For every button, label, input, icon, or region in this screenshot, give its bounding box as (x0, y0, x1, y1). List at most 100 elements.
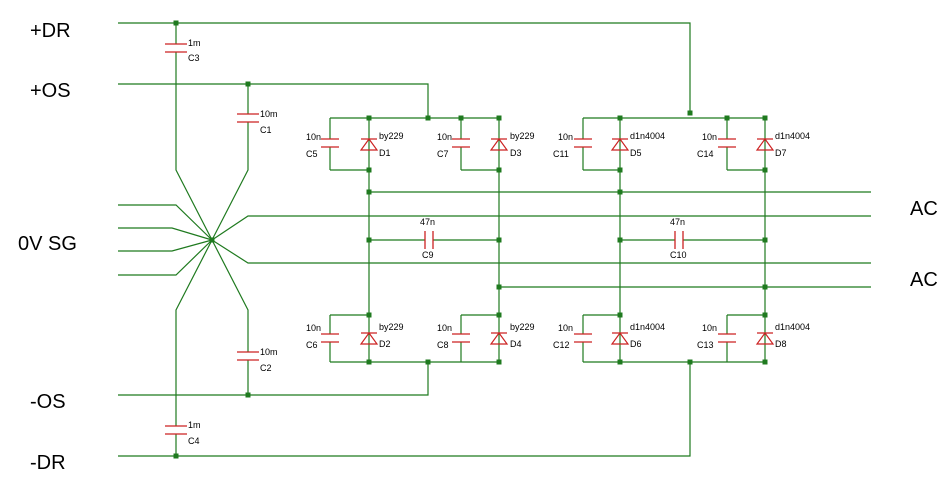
d4-value: by229 (510, 322, 535, 332)
c10-ref: C10 (670, 250, 687, 260)
diode-d1 (359, 137, 379, 151)
junction (173, 20, 179, 26)
c13-value: 10n (702, 323, 717, 333)
junction (687, 359, 693, 365)
c2-ref: C2 (260, 363, 272, 373)
wires (118, 22, 871, 457)
c9-ref: C9 (422, 250, 434, 260)
d5-ref: D5 (630, 148, 642, 158)
c8-value: 10n (437, 323, 452, 333)
c3-value: 1m (188, 38, 201, 48)
junction (762, 167, 768, 173)
capacitor-c1 (237, 113, 259, 123)
d6-value: d1n4004 (630, 322, 665, 332)
wire-sg-4 (118, 239, 213, 276)
capacitor-c6 (321, 333, 339, 343)
junction (762, 284, 768, 290)
junction (366, 167, 372, 173)
d6-ref: D6 (630, 339, 642, 349)
junction (496, 167, 502, 173)
net-label-os-pos: +OS (30, 80, 71, 102)
c4-ref: C4 (188, 436, 200, 446)
junction (496, 359, 502, 365)
net-labels: +DR +OS 0V SG -OS -DR AC AC (18, 20, 938, 474)
wire-dr-pos (118, 22, 691, 113)
junctions (173, 20, 768, 459)
c5-value: 10n (306, 132, 321, 142)
capacitor-c3 (165, 43, 187, 53)
wire-sg-3 (118, 239, 213, 252)
d7-value: d1n4004 (775, 131, 810, 141)
diodes (359, 137, 775, 345)
c12-ref: C12 (553, 340, 570, 350)
net-label-ac-a: AC (910, 198, 938, 220)
junction (617, 359, 623, 365)
junction (762, 115, 768, 121)
junction (496, 237, 502, 243)
diode-d4 (489, 331, 509, 345)
junction (617, 189, 623, 195)
junction (425, 115, 431, 121)
c12-value: 10n (558, 323, 573, 333)
c14-value: 10n (702, 132, 717, 142)
junction (762, 312, 768, 318)
junction (724, 115, 730, 121)
junction (762, 237, 768, 243)
junction (366, 115, 372, 121)
d2-value: by229 (379, 322, 404, 332)
junction (617, 115, 623, 121)
capacitor-c8 (452, 333, 470, 343)
wire-c4-top (175, 239, 213, 426)
junction (617, 237, 623, 243)
junction (496, 284, 502, 290)
diode-d3 (489, 137, 509, 151)
c6-value: 10n (306, 323, 321, 333)
wire-sg-2 (118, 227, 213, 241)
d3-ref: D3 (510, 148, 522, 158)
wire-c3-bottom (175, 52, 213, 241)
c13-ref: C13 (697, 340, 714, 350)
capacitor-c10 (674, 231, 684, 249)
component-labels: 1m C3 10m C1 10m C2 1m C4 10n C5 by229 D… (188, 38, 810, 446)
d1-value: by229 (379, 131, 404, 141)
junction (687, 110, 693, 116)
capacitor-c7 (452, 138, 470, 148)
junction (762, 359, 768, 365)
wire-sg-1 (118, 204, 213, 241)
net-label-dr-pos: +DR (30, 20, 71, 42)
d8-value: d1n4004 (775, 322, 810, 332)
capacitors (165, 43, 736, 435)
c10-value: 47n (670, 217, 685, 227)
c5-ref: C5 (306, 149, 318, 159)
c2-value: 10m (260, 347, 278, 357)
c8-ref: C8 (437, 340, 449, 350)
c1-ref: C1 (260, 125, 272, 135)
junction (496, 115, 502, 121)
d1-ref: D1 (379, 148, 391, 158)
capacitor-c4 (165, 425, 187, 435)
c14-ref: C14 (697, 149, 714, 159)
junction (496, 312, 502, 318)
wire-sg-right-top (211, 215, 871, 241)
d2-ref: D2 (379, 339, 391, 349)
capacitor-c11 (574, 138, 592, 148)
capacitor-c13 (718, 333, 736, 343)
wire-dr-neg (118, 362, 691, 457)
junction (366, 189, 372, 195)
wire-c1-bottom (211, 122, 249, 241)
c9-value: 47n (420, 217, 435, 227)
c3-ref: C3 (188, 53, 200, 63)
junction (366, 312, 372, 318)
junction (209, 237, 215, 243)
c11-value: 10n (558, 132, 573, 142)
c1-value: 10m (260, 109, 278, 119)
d3-value: by229 (510, 131, 535, 141)
c4-value: 1m (188, 420, 201, 430)
c7-value: 10n (437, 132, 452, 142)
diode-d5 (610, 137, 630, 151)
d8-ref: D8 (775, 339, 787, 349)
wire-sg-right-bottom (211, 239, 871, 264)
capacitor-c14 (718, 138, 736, 148)
junction (617, 167, 623, 173)
wire-os-neg (118, 362, 429, 396)
